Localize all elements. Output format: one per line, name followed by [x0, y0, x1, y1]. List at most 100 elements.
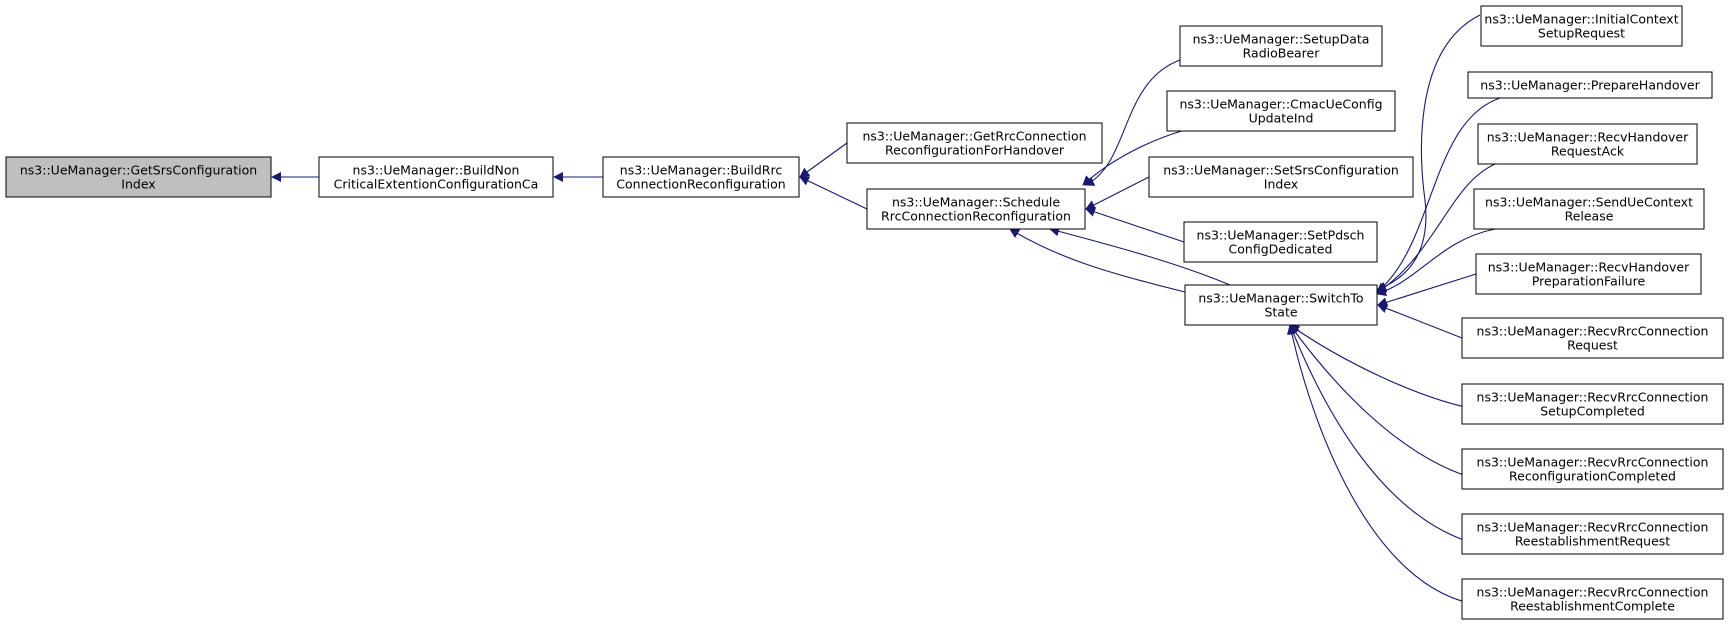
call-edge [799, 176, 868, 210]
node-label-line: Index [1264, 177, 1298, 192]
edges-layer [271, 14, 1501, 606]
call-edge [1376, 161, 1501, 294]
node-box [1461, 448, 1724, 490]
node-box [866, 188, 1086, 230]
node-label-line: ns3::UeManager::PrepareHandover [1480, 78, 1700, 93]
node-box [1184, 284, 1378, 326]
caller-function-node[interactable]: ns3::UeManager::GetRrcConnectionReconfig… [846, 122, 1103, 164]
node-label-line: Request [1567, 338, 1618, 353]
node-label-line: ns3::UeManager::BuildNon [353, 163, 520, 178]
call-edge [1288, 324, 1481, 546]
caller-function-node[interactable]: ns3::UeManager::ScheduleRrcConnectionRec… [866, 188, 1086, 230]
node-box [1477, 123, 1698, 165]
caller-function-node[interactable]: ns3::UeManager::RecvHandoverPreparationF… [1475, 253, 1702, 295]
node-label-line: RrcConnectionReconfiguration [881, 209, 1071, 224]
node-label-line: ns3::UeManager::Schedule [892, 195, 1060, 210]
caller-function-node[interactable]: ns3::UeManager::RecvRrcConnectionSetupCo… [1461, 383, 1724, 425]
call-edge [1085, 176, 1150, 210]
node-label-line: Release [1565, 209, 1614, 224]
call-edge [1376, 228, 1496, 296]
call-edge [1084, 59, 1181, 186]
call-edge [1085, 207, 1185, 243]
node-label-line: ns3::UeManager::InitialContext [1484, 12, 1678, 27]
call-edge [1082, 129, 1186, 186]
node-label-line: ns3::UeManager::RecvHandover [1487, 130, 1689, 145]
caller-function-node[interactable]: ns3::UeManager::RecvRrcConnectionReconfi… [1461, 448, 1724, 490]
node-label-line: SetupRequest [1538, 26, 1625, 41]
node-label-line: ReconfigurationForHandover [885, 143, 1065, 158]
node-label-line: UpdateInd [1249, 111, 1314, 126]
node-label-line: Index [121, 177, 155, 192]
caller-function-node[interactable]: ns3::UeManager::BuildNonCriticalExtentio… [318, 156, 554, 198]
node-label-line: ns3::UeManager::RecvRrcConnection [1477, 324, 1709, 339]
node-label-line: ns3::UeManager::SendUeContext [1485, 195, 1693, 210]
call-edge [1289, 324, 1481, 411]
caller-function-node[interactable]: ns3::UeManager::PrepareHandover [1467, 71, 1713, 99]
node-box [1179, 25, 1383, 67]
node-label-line: ns3::UeManager::SwitchTo [1198, 291, 1363, 306]
node-label-line: ns3::UeManager::SetSrsConfiguration [1163, 163, 1399, 178]
call-edge [1377, 303, 1463, 339]
node-label-line: State [1264, 305, 1297, 320]
node-label-line: ns3::UeManager::GetSrsConfiguration [20, 163, 257, 178]
call-edge [1376, 97, 1501, 293]
node-box [1461, 578, 1724, 620]
node-label-line: ReconfigurationCompleted [1509, 469, 1676, 484]
caller-function-node[interactable]: ns3::UeManager::BuildRrcConnectionReconf… [602, 156, 800, 198]
node-label-line: ns3::UeManager::RecvRrcConnection [1477, 520, 1709, 535]
node-label-line: RadioBearer [1243, 46, 1321, 61]
call-edge [1376, 14, 1481, 292]
node-label-line: ns3::UeManager::RecvHandover [1488, 260, 1690, 275]
nodes-layer: ns3::UeManager::GetSrsConfigurationIndex… [5, 5, 1724, 620]
node-label-line: CriticalExtentionConfigurationCa [334, 177, 539, 192]
node-label-line: ns3::UeManager::BuildRrc [620, 163, 783, 178]
caller-function-node[interactable]: ns3::UeManager::InitialContextSetupReque… [1480, 5, 1683, 47]
node-label-line: ReestablishmentRequest [1515, 534, 1670, 549]
node-box [1148, 156, 1414, 198]
node-label-line: ConnectionReconfiguration [616, 177, 785, 192]
node-label-line: ConfigDedicated [1229, 242, 1333, 257]
call-edge [1049, 226, 1231, 286]
node-label-line: RequestAck [1551, 144, 1625, 159]
call-edge [799, 142, 848, 178]
node-label-line: ns3::UeManager::SetPdsch [1197, 228, 1365, 243]
node-box [602, 156, 800, 198]
node-box [1467, 71, 1713, 99]
node-box [1473, 188, 1705, 230]
node-label-line: ns3::UeManager::RecvRrcConnection [1477, 585, 1709, 600]
call-edge [1289, 324, 1481, 481]
node-box [1183, 221, 1378, 263]
node-box [1461, 383, 1724, 425]
caller-function-node[interactable]: ns3::UeManager::RecvRrcConnectionReestab… [1461, 513, 1724, 555]
node-label-line: ns3::UeManager::RecvRrcConnection [1477, 390, 1709, 405]
node-box [1475, 253, 1702, 295]
node-label-line: SetupCompleted [1540, 404, 1645, 419]
node-box [1480, 5, 1683, 47]
node-box [846, 122, 1103, 164]
call-edge [1009, 228, 1186, 293]
node-box [1461, 513, 1724, 555]
node-box [1461, 317, 1724, 359]
call-edge [1377, 273, 1477, 308]
node-label-line: ns3::UeManager::RecvRrcConnection [1477, 455, 1709, 470]
node-box [5, 156, 272, 198]
node-label-line: PreparationFailure [1532, 274, 1646, 289]
caller-function-node[interactable]: ns3::UeManager::RecvRrcConnectionReestab… [1461, 578, 1724, 620]
node-label-line: ns3::UeManager::GetRrcConnection [862, 129, 1086, 144]
node-label-line: ReestablishmentComplete [1510, 599, 1675, 614]
node-label-line: ns3::UeManager::SetupData [1193, 32, 1370, 47]
node-box [318, 156, 554, 198]
call-edge [1286, 324, 1481, 606]
node-box [1166, 90, 1396, 132]
node-label-line: ns3::UeManager::CmacUeConfig [1179, 97, 1382, 112]
